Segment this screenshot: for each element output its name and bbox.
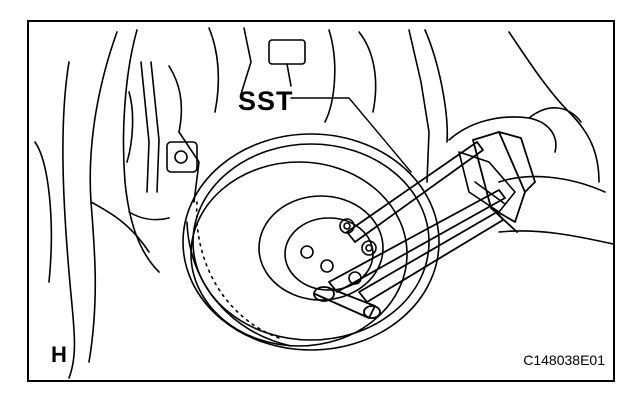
sst-callout-label: SST	[238, 86, 294, 116]
sst-puller-tool	[313, 131, 536, 319]
brake-disc-sst-illustration	[34, 27, 613, 379]
fender-panel	[34, 29, 160, 379]
figure-code: C148038E01	[523, 352, 605, 368]
brake-disc	[182, 133, 440, 351]
hub-studs	[300, 218, 377, 285]
suspension-parts	[126, 61, 200, 221]
figure-frame: SST H C148038E01	[27, 20, 615, 382]
right-body-panel	[424, 29, 613, 245]
upper-body-details	[208, 27, 430, 183]
view-letter: H	[51, 342, 67, 367]
sst-leader-line	[290, 97, 412, 173]
